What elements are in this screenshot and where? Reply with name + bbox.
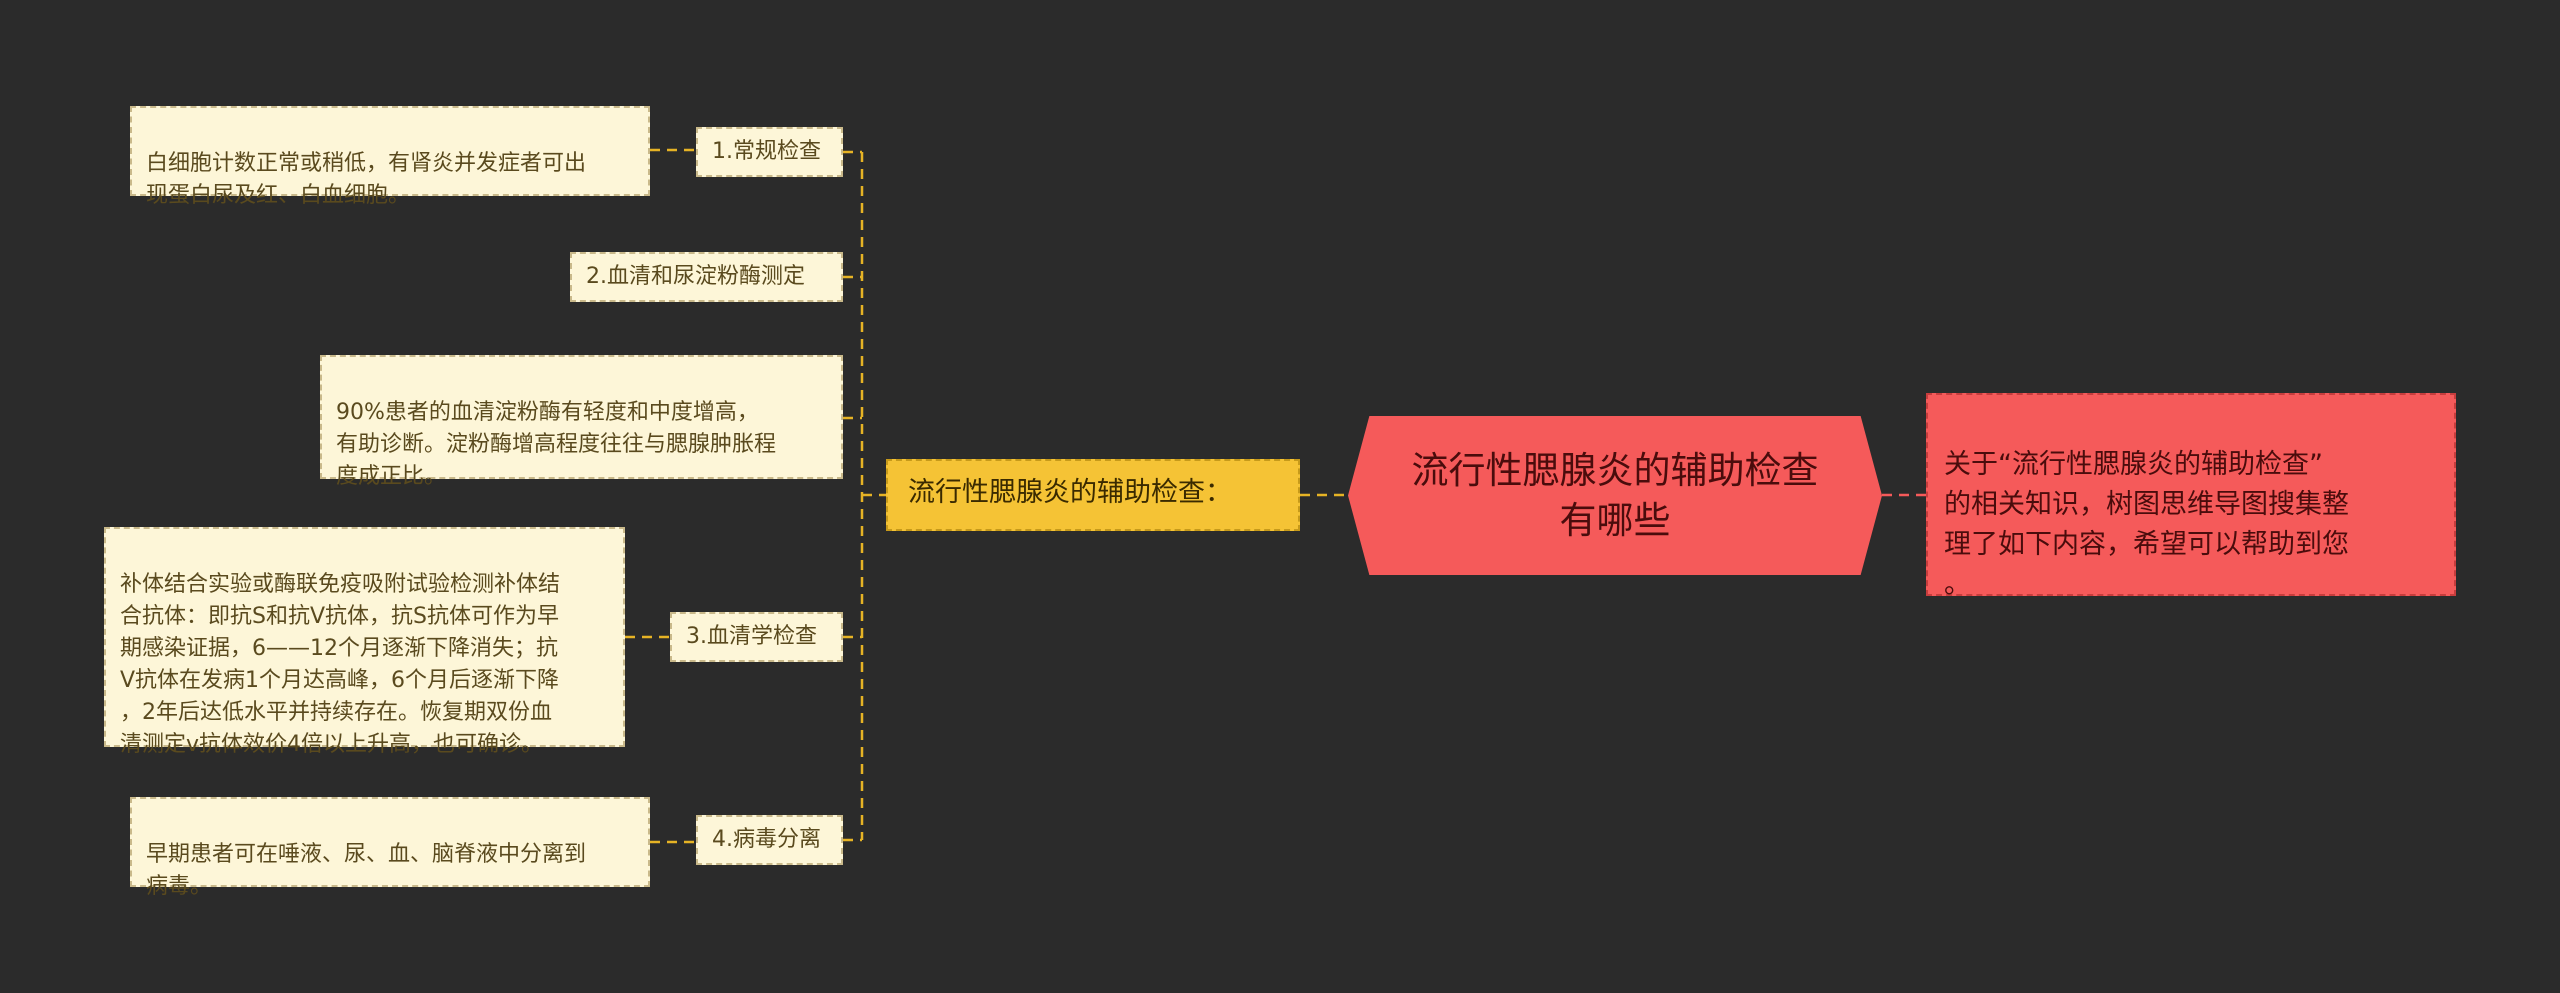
branch-label: 1.常规检查 (712, 139, 821, 164)
main-topic[interactable]: 流行性腮腺炎的辅助检查： (886, 459, 1300, 531)
detail-text: 早期患者可在唾液、尿、血、脑脊液中分离到 病毒。 (146, 842, 587, 899)
detail-amylase-test[interactable]: 90%患者的血清淀粉酶有轻度和中度增高， 有助诊断。淀粉酶增高程度往往与腮腺肿胀… (320, 355, 843, 489)
detail-serology-exam[interactable]: 补体结合实验或酶联免疫吸附试验检测补体结 合抗体：即抗S和抗V抗体，抗S抗体可作… (104, 527, 625, 757)
summary-note[interactable]: 关于“流行性腮腺炎的辅助检查” 的相关知识，树图思维导图搜集整 理了如下内容，希… (1926, 393, 2456, 600)
main-topic-label: 流行性腮腺炎的辅助检查： (908, 477, 1232, 508)
branch-amylase-test[interactable]: 2.血清和尿淀粉酶测定 (570, 252, 843, 302)
branch-label: 3.血清学检查 (686, 624, 817, 649)
detail-text: 补体结合实验或酶联免疫吸附试验检测补体结 合抗体：即抗S和抗V抗体，抗S抗体可作… (120, 572, 561, 757)
branch-serology-exam[interactable]: 3.血清学检查 (670, 612, 843, 662)
branch-virus-isolation[interactable]: 4.病毒分离 (696, 815, 843, 865)
root-topic-label: 流行性腮腺炎的辅助检查 有哪些 (1411, 448, 1819, 542)
detail-text: 90%患者的血清淀粉酶有轻度和中度增高， 有助诊断。淀粉酶增高程度往往与腮腺肿胀… (336, 400, 777, 489)
detail-virus-isolation[interactable]: 早期患者可在唾液、尿、血、脑脊液中分离到 病毒。 (130, 797, 650, 899)
detail-routine-exam[interactable]: 白细胞计数正常或稍低，有肾炎并发症者可出 现蛋白尿及红、白血细胞。 (130, 106, 650, 208)
root-topic[interactable]: 流行性腮腺炎的辅助检查 有哪些 (1348, 416, 1882, 575)
branch-label: 2.血清和尿淀粉酶测定 (586, 264, 805, 289)
branch-label: 4.病毒分离 (712, 827, 821, 852)
branch-routine-exam[interactable]: 1.常规检查 (696, 127, 843, 177)
summary-note-text: 关于“流行性腮腺炎的辅助检查” 的相关知识，树图思维导图搜集整 理了如下内容，希… (1944, 449, 2349, 600)
detail-text: 白细胞计数正常或稍低，有肾炎并发症者可出 现蛋白尿及红、白血细胞。 (146, 151, 587, 208)
